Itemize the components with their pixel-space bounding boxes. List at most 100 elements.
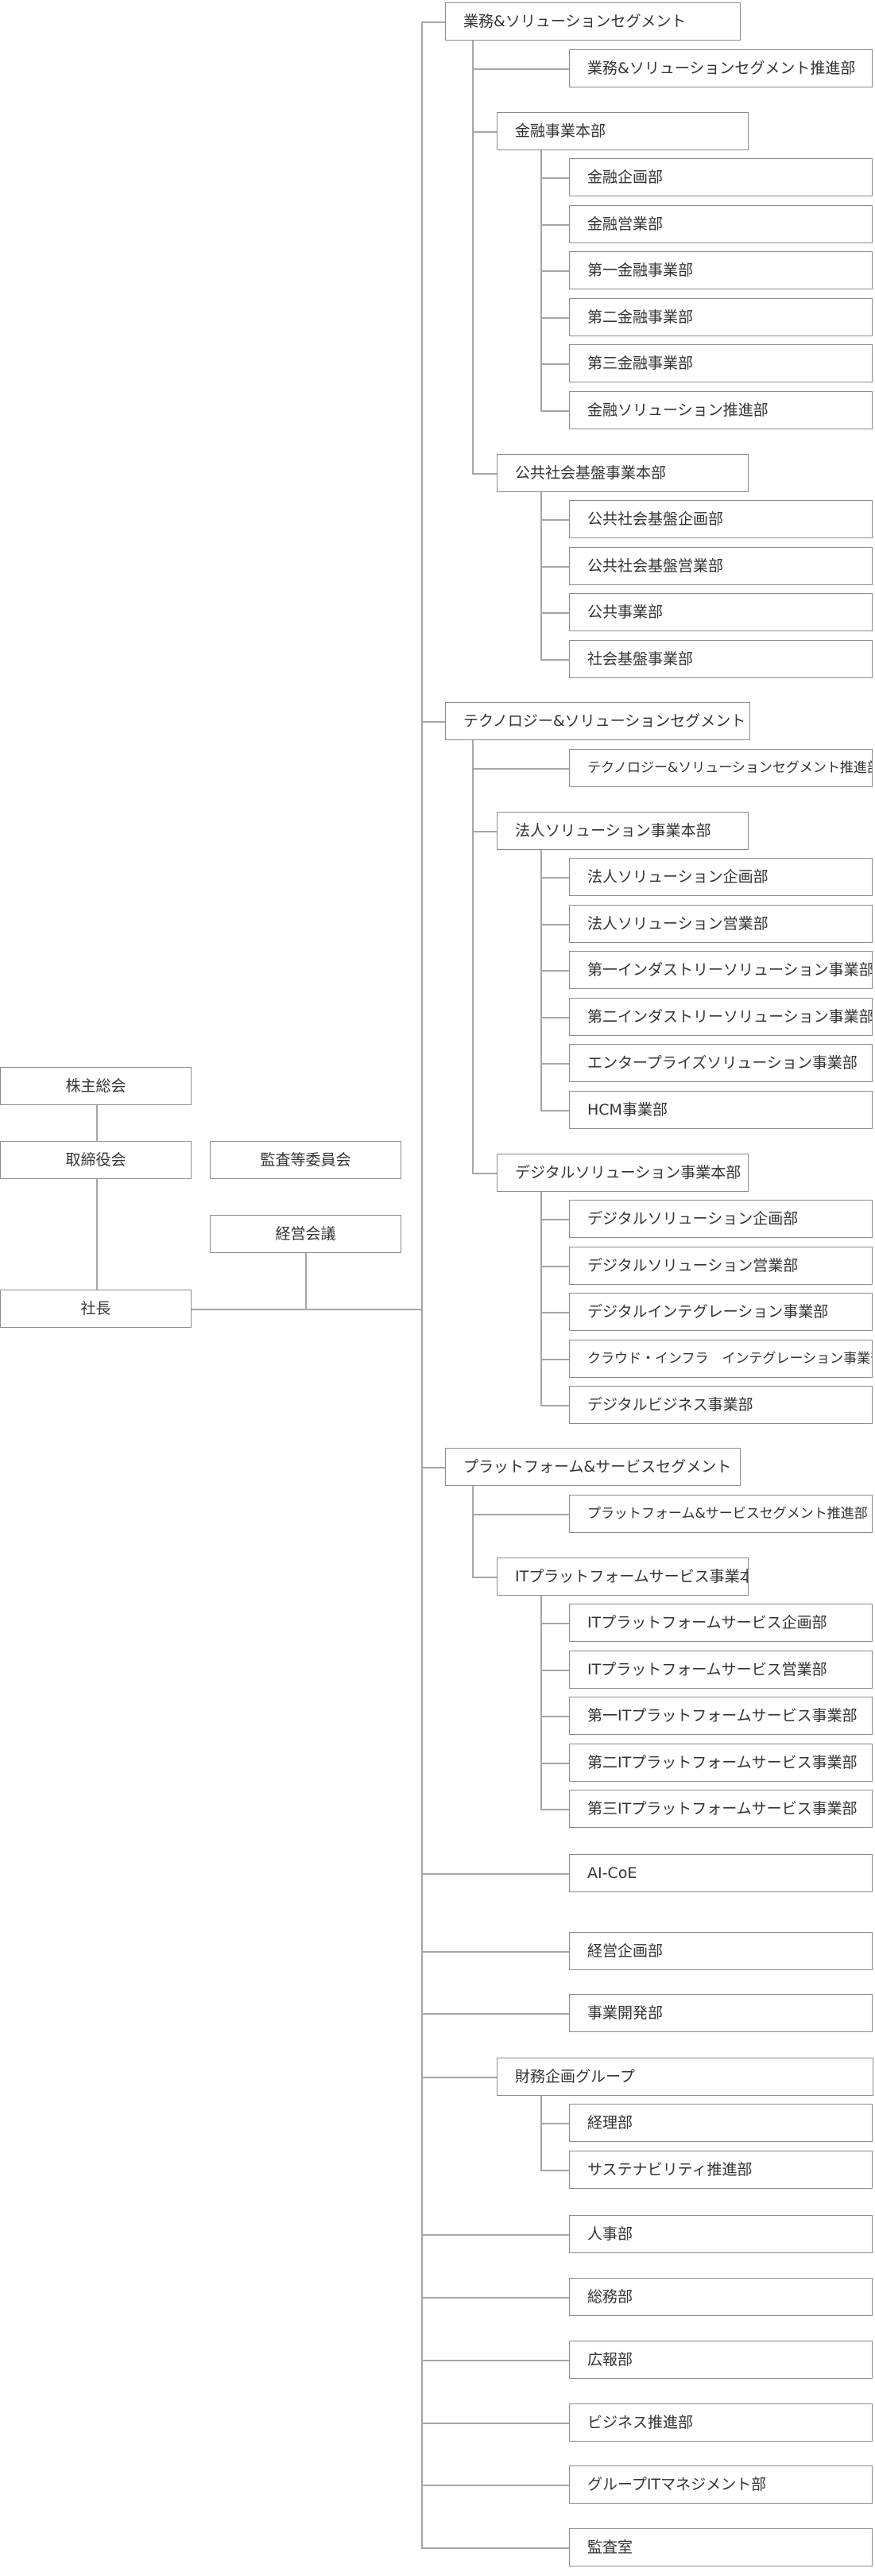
connector-line [472,768,569,770]
org-box-dig-planning: デジタルソリューション企画部 [569,1200,873,1238]
connector-line [421,2423,569,2424]
connector-line [305,1253,307,1309]
org-box-fin-sales: 金融営業部 [569,205,873,243]
connector-line [540,877,569,879]
connector-line [421,1873,569,1875]
connector-line [96,1105,98,1141]
connector-line [540,150,542,411]
org-box-hr: 人事部 [569,2215,873,2253]
org-box-hq-digital: デジタルソリューション事業本部 [497,1154,749,1192]
connector-line [540,1266,569,1267]
connector-line [540,1809,569,1810]
connector-line [472,68,569,70]
connector-line [540,1219,569,1220]
connector-line [421,2297,569,2299]
org-box-group-it: グループITマネジメント部 [569,2465,873,2504]
connector-line [96,1179,98,1290]
connector-line [540,1405,569,1406]
connector-line [540,224,569,226]
org-box-industry-2: 第二インダストリーソリューション事業部 [569,998,873,1036]
connector-line [540,612,569,614]
connector-line [472,473,497,475]
connector-line [472,1173,497,1174]
org-box-seg-platform: プラットフォーム&サービスセグメント [445,1448,741,1486]
org-box-seg-tech: テクノロジー&ソリューションセグメント [445,702,750,740]
org-box-finance-group: 財務企画グループ [497,2058,873,2096]
org-box-shareholders: 株主総会 [0,1067,192,1105]
org-box-pr: 広報部 [569,2341,873,2379]
org-box-fin-solution: 金融ソリューション推進部 [569,391,873,429]
connector-line [472,131,497,133]
org-box-board: 取締役会 [0,1141,192,1179]
org-box-cloud-infra: クラウド・インフラ インテグレーション事業部 [569,1340,873,1378]
org-box-fin-1: 第一金融事業部 [569,251,873,289]
org-box-fin-planning: 金融企画部 [569,158,873,196]
org-box-corp-strategy: 経営企画部 [569,1932,873,1970]
connector-line [421,21,445,23]
org-box-accounting: 経理部 [569,2104,873,2142]
org-box-pub-business: 公共事業部 [569,593,873,631]
connector-line [540,363,569,365]
org-box-industry-1: 第一インダストリーソリューション事業部 [569,951,873,989]
org-box-hq-public: 公共社会基盤事業本部 [497,454,749,492]
connector-line [540,970,569,972]
connector-line [540,2096,542,2171]
org-box-itp-1: 第一ITプラットフォームサービス事業部 [569,1697,873,1735]
connector-line [540,1192,542,1406]
connector-line [192,1309,422,1310]
connector-line [540,519,569,521]
connector-line [421,2547,569,2549]
connector-line [421,1467,445,1468]
org-box-social-infra: 社会基盤事業部 [569,640,873,678]
connector-line [421,2485,569,2486]
connector-line [540,177,569,179]
connector-line [540,566,569,568]
connector-line [472,41,474,474]
org-box-corp-planning: 法人ソリューション企画部 [569,858,873,896]
connector-line [540,410,569,412]
connector-line [421,21,423,2548]
org-box-general-affairs: 総務部 [569,2278,873,2316]
org-box-audit-office: 監査室 [569,2528,873,2566]
org-box-itp-2: 第二ITプラットフォームサービス事業部 [569,1744,873,1782]
connector-line [421,2077,497,2078]
org-box-biz-promo: ビジネス推進部 [569,2403,873,2442]
connector-line [472,1514,569,1515]
connector-line [540,1716,569,1717]
org-box-fin-3: 第三金融事業部 [569,344,873,382]
connector-line [421,2360,569,2361]
org-box-dig-integration: デジタルインテグレーション事業部 [569,1293,873,1331]
connector-line [421,2013,569,2015]
org-box-hq-finance: 金融事業本部 [497,112,749,150]
org-box-itp-sales: ITプラットフォームサービス営業部 [569,1651,873,1689]
org-box-biz-dev: 事業開発部 [569,1994,873,2032]
connector-line [540,2123,569,2124]
org-box-dig-business: デジタルビジネス事業部 [569,1386,873,1424]
org-box-seg-business: 業務&ソリューションセグメント [445,2,741,41]
org-box-itp-planning: ITプラットフォームサービス企画部 [569,1604,873,1642]
connector-line [540,1763,569,1764]
connector-line [421,2234,569,2236]
connector-line [540,1110,569,1111]
connector-line [540,850,542,1111]
org-box-seg-platform-promo: プラットフォーム&サービスセグメント推進部 [569,1495,873,1533]
org-box-hq-itplatform: ITプラットフォームサービス事業本部 [497,1558,749,1596]
connector-line [472,1577,497,1578]
org-box-sustainability: サステナビリティ推進部 [569,2151,873,2189]
org-box-ai-coe: AI-CoE [569,1854,873,1892]
connector-line [540,1359,569,1360]
connector-line [540,1063,569,1065]
org-box-president: 社長 [0,1290,192,1328]
connector-line [540,492,542,660]
org-box-pub-planning: 公共社会基盤企画部 [569,500,873,538]
connector-line [540,924,569,925]
org-box-seg-tech-promo: テクノロジー&ソリューションセグメント推進部 [569,749,873,787]
org-box-itp-3: 第三ITプラットフォームサービス事業部 [569,1790,873,1828]
connector-line [472,1486,474,1577]
org-box-audit-committee: 監査等委員会 [210,1141,401,1179]
connector-line [472,831,497,832]
connector-line [421,1951,569,1953]
org-box-hq-corporate: 法人ソリューション事業本部 [497,812,749,850]
connector-line [540,1017,569,1018]
